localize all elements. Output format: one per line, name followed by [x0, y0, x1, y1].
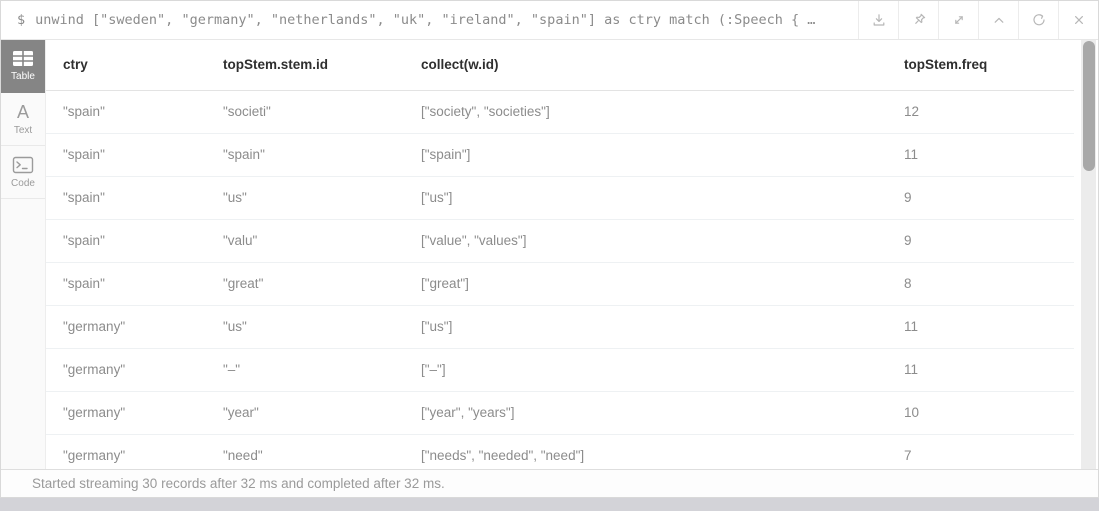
cell-collect-wid: ["society", "societies"]	[404, 90, 887, 134]
view-switcher: Table A Text Code	[1, 40, 46, 469]
table-row: "germany" "year" ["year", "years"] 10	[46, 391, 1074, 435]
column-header-ctry: ctry	[46, 40, 206, 91]
cell-ctry: "spain"	[46, 219, 206, 263]
result-frame: $ unwind ["sweden", "germany", "netherla…	[0, 0, 1099, 498]
scrollbar-track[interactable]	[1081, 40, 1096, 469]
close-icon	[1074, 16, 1083, 24]
chevron-up-icon	[994, 17, 1003, 23]
refresh-icon	[1032, 14, 1045, 26]
status-bar: Started streaming 30 records after 32 ms…	[1, 469, 1098, 497]
table-row: "spain" "valu" ["value", "values"] 9	[46, 219, 1074, 263]
column-header-topstem-stem-id: topStem.stem.id	[206, 40, 404, 91]
collapse-button[interactable]	[978, 1, 1018, 39]
table-row: "spain" "great" ["great"] 8	[46, 262, 1074, 306]
tab-text-label: Text	[13, 124, 33, 136]
cell-topstem-freq: 10	[887, 391, 1074, 435]
cell-collect-wid: ["value", "values"]	[404, 219, 887, 263]
expand-button[interactable]	[938, 1, 978, 39]
cell-topstem-freq: 11	[887, 348, 1074, 392]
cell-collect-wid: ["us"]	[404, 305, 887, 349]
table-row: "germany" "need" ["needs", "needed", "ne…	[46, 434, 1074, 469]
result-body: Table A Text Code	[1, 40, 1098, 469]
tab-table-label: Table	[11, 71, 35, 82]
cell-topstem-stem-id: "valu"	[206, 219, 404, 263]
prompt-symbol: $	[17, 12, 26, 28]
cell-topstem-freq: 11	[887, 133, 1074, 177]
cell-topstem-freq: 8	[887, 262, 1074, 306]
rerun-button[interactable]	[1018, 1, 1058, 39]
cell-ctry: "germany"	[46, 305, 206, 349]
cell-topstem-freq: 12	[887, 90, 1074, 134]
cell-topstem-stem-id: "us"	[206, 176, 404, 220]
table-row: "spain" "societi" ["society", "societies…	[46, 90, 1074, 134]
close-button[interactable]	[1058, 1, 1098, 39]
text-icon: A	[17, 103, 29, 121]
table-row: "spain" "us" ["us"] 9	[46, 176, 1074, 220]
scrollbar-thumb[interactable]	[1082, 41, 1095, 171]
column-header-collect-wid: collect(w.id)	[404, 40, 887, 91]
svg-text:A: A	[17, 103, 29, 121]
table-header-row: ctry topStem.stem.id collect(w.id) topSt…	[46, 40, 1074, 91]
query-bar: $ unwind ["sweden", "germany", "netherla…	[1, 1, 1098, 40]
column-header-topstem-freq: topStem.freq	[887, 40, 1074, 91]
tab-code-label: Code	[11, 177, 35, 189]
cell-ctry: "spain"	[46, 90, 206, 134]
cell-collect-wid: ["–"]	[404, 348, 887, 392]
query-text: unwind ["sweden", "germany", "netherland…	[35, 12, 816, 28]
result-table: ctry topStem.stem.id collect(w.id) topSt…	[46, 40, 1074, 469]
cell-ctry: "spain"	[46, 176, 206, 220]
cell-ctry: "germany"	[46, 348, 206, 392]
table-icon	[13, 51, 33, 66]
query-input[interactable]: $ unwind ["sweden", "germany", "netherla…	[1, 1, 858, 39]
tab-code[interactable]: Code	[1, 146, 45, 199]
cell-collect-wid: ["needs", "needed", "need"]	[404, 434, 887, 469]
cell-ctry: "germany"	[46, 391, 206, 435]
cell-topstem-stem-id: "–"	[206, 348, 404, 392]
cell-collect-wid: ["us"]	[404, 176, 887, 220]
table-row: "germany" "–" ["–"] 11	[46, 348, 1074, 392]
pin-icon	[914, 13, 925, 24]
cell-collect-wid: ["year", "years"]	[404, 391, 887, 435]
tab-table[interactable]: Table	[1, 40, 45, 93]
cell-ctry: "germany"	[46, 434, 206, 469]
download-icon	[873, 14, 884, 26]
cell-ctry: "spain"	[46, 133, 206, 177]
result-table-area: ctry topStem.stem.id collect(w.id) topSt…	[46, 40, 1098, 469]
cell-topstem-stem-id: "great"	[206, 262, 404, 306]
cell-topstem-freq: 9	[887, 176, 1074, 220]
tab-text[interactable]: A Text	[1, 93, 45, 146]
status-text: Started streaming 30 records after 32 ms…	[32, 476, 445, 491]
cell-topstem-stem-id: "us"	[206, 305, 404, 349]
cell-ctry: "spain"	[46, 262, 206, 306]
cell-topstem-stem-id: "year"	[206, 391, 404, 435]
cell-topstem-stem-id: "need"	[206, 434, 404, 469]
code-icon	[12, 156, 34, 173]
pin-button[interactable]	[898, 1, 938, 39]
table-row: "germany" "us" ["us"] 11	[46, 305, 1074, 349]
cell-topstem-freq: 9	[887, 219, 1074, 263]
cell-topstem-freq: 7	[887, 434, 1074, 469]
table-body: "spain" "societi" ["society", "societies…	[46, 90, 1074, 469]
table-row: "spain" "spain" ["spain"] 11	[46, 133, 1074, 177]
download-button[interactable]	[858, 1, 898, 39]
cell-topstem-stem-id: "societi"	[206, 90, 404, 134]
cell-topstem-stem-id: "spain"	[206, 133, 404, 177]
expand-icon	[954, 16, 963, 24]
cell-topstem-freq: 11	[887, 305, 1074, 349]
cell-collect-wid: ["great"]	[404, 262, 887, 306]
cell-collect-wid: ["spain"]	[404, 133, 887, 177]
